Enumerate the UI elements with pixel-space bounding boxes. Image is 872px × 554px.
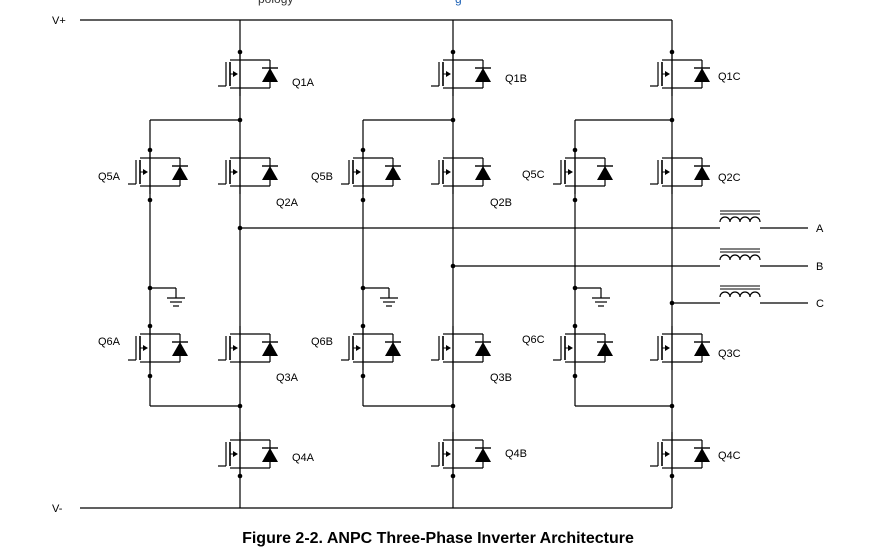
label-q6b: Q6B bbox=[311, 336, 333, 348]
figure-caption: Figure 2-2. ANPC Three-Phase Inverter Ar… bbox=[242, 530, 634, 547]
switch-q3c bbox=[649, 325, 711, 371]
label-q5a: Q5A bbox=[98, 171, 121, 183]
switch-q6a bbox=[127, 325, 189, 371]
output-label-b: B bbox=[816, 261, 823, 273]
label-q2b: Q2B bbox=[490, 197, 512, 209]
label-q6c: Q6C bbox=[522, 334, 545, 346]
switch-q3b bbox=[430, 325, 492, 371]
output-a: A bbox=[240, 210, 824, 235]
phase-c-leg: Q1C Q2C Q3C Q4C Q5C Q6C bbox=[522, 20, 741, 508]
output-label-a: A bbox=[816, 223, 824, 235]
switch-q2b bbox=[430, 149, 492, 195]
positive-rail: V+ bbox=[52, 15, 672, 27]
label-q1a: Q1A bbox=[292, 77, 315, 89]
label-q2a: Q2A bbox=[276, 197, 299, 209]
switch-q6b bbox=[340, 325, 402, 371]
label-q2c: Q2C bbox=[718, 172, 741, 184]
label-q1b: Q1B bbox=[505, 73, 527, 85]
switch-q5c bbox=[552, 149, 614, 195]
switch-q1a bbox=[217, 51, 279, 97]
header-fragment-link[interactable]: g bbox=[455, 0, 462, 6]
switch-q1c bbox=[649, 51, 711, 97]
phase-b-leg: Q1B Q2B Q3B Q4B Q5B Q6B bbox=[311, 20, 527, 508]
label-q1c: Q1C bbox=[718, 71, 741, 83]
switch-q4c bbox=[649, 431, 711, 477]
label-q4b: Q4B bbox=[505, 448, 527, 460]
label-q4a: Q4A bbox=[292, 452, 315, 464]
positive-rail-label: V+ bbox=[52, 15, 66, 27]
switch-q3a bbox=[217, 325, 279, 371]
label-q6a: Q6A bbox=[98, 336, 121, 348]
phase-a-leg: Q1A Q2A Q3A Q4A Q5A Q6A bbox=[98, 20, 315, 508]
output-b: B bbox=[453, 248, 823, 273]
negative-rail-label: V- bbox=[52, 503, 63, 515]
switch-q5b bbox=[340, 149, 402, 195]
label-q5b: Q5B bbox=[311, 171, 333, 183]
negative-rail: V- bbox=[52, 503, 672, 515]
switch-q6c bbox=[552, 325, 614, 371]
output-label-c: C bbox=[816, 298, 824, 310]
label-q3a: Q3A bbox=[276, 372, 299, 384]
header-fragment-text: pology bbox=[258, 0, 293, 6]
switch-q2a bbox=[217, 149, 279, 195]
label-q4c: Q4C bbox=[718, 450, 741, 462]
label-q3c: Q3C bbox=[718, 348, 741, 360]
switch-q4a bbox=[217, 431, 279, 477]
switch-q1b bbox=[430, 51, 492, 97]
switch-q2c bbox=[649, 149, 711, 195]
switch-q5a bbox=[127, 149, 189, 195]
label-q5c: Q5C bbox=[522, 169, 545, 181]
switch-q4b bbox=[430, 431, 492, 477]
output-c: C bbox=[672, 285, 824, 310]
label-q3b: Q3B bbox=[490, 372, 512, 384]
